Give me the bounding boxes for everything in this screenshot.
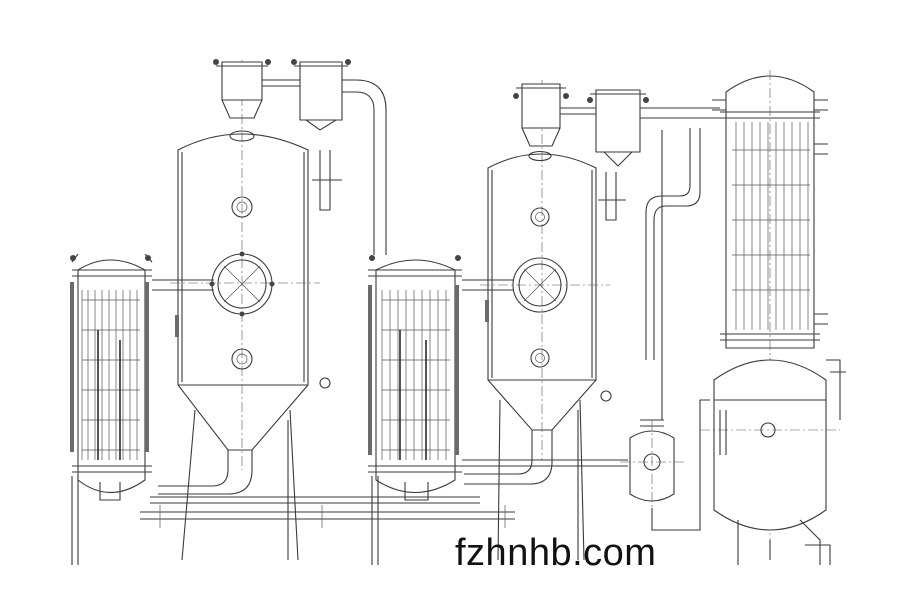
right-vapor-line	[640, 107, 720, 119]
left-vapor-line	[342, 79, 387, 255]
middle-heater-outlet-pipe	[462, 279, 514, 291]
left-bottom-return-pipe	[158, 450, 253, 495]
right-evaporator-vessel	[480, 80, 649, 561]
condensate-receiver	[620, 399, 710, 531]
left-pressure-gauge-icon	[319, 377, 331, 389]
receiver-inlet-pipe	[462, 459, 628, 467]
right-condensate-loop	[598, 172, 626, 221]
site-watermark: fzhnhb.com	[455, 532, 657, 574]
middle-bottom-return-pipe	[464, 430, 553, 485]
middle-heater	[368, 255, 462, 565]
left-heater	[70, 253, 153, 565]
condenser-drop-pipe	[645, 128, 701, 360]
vapor-liquid-separator-tank	[700, 359, 846, 565]
shell-tube-condenser	[712, 70, 828, 560]
left-condensate-loop	[312, 150, 342, 211]
left-heater-outlet-pipe	[152, 279, 214, 291]
bottom-pipe-run	[140, 496, 515, 528]
right-pressure-gauge-icon	[600, 390, 612, 402]
left-evaporator-vessel	[170, 59, 351, 561]
